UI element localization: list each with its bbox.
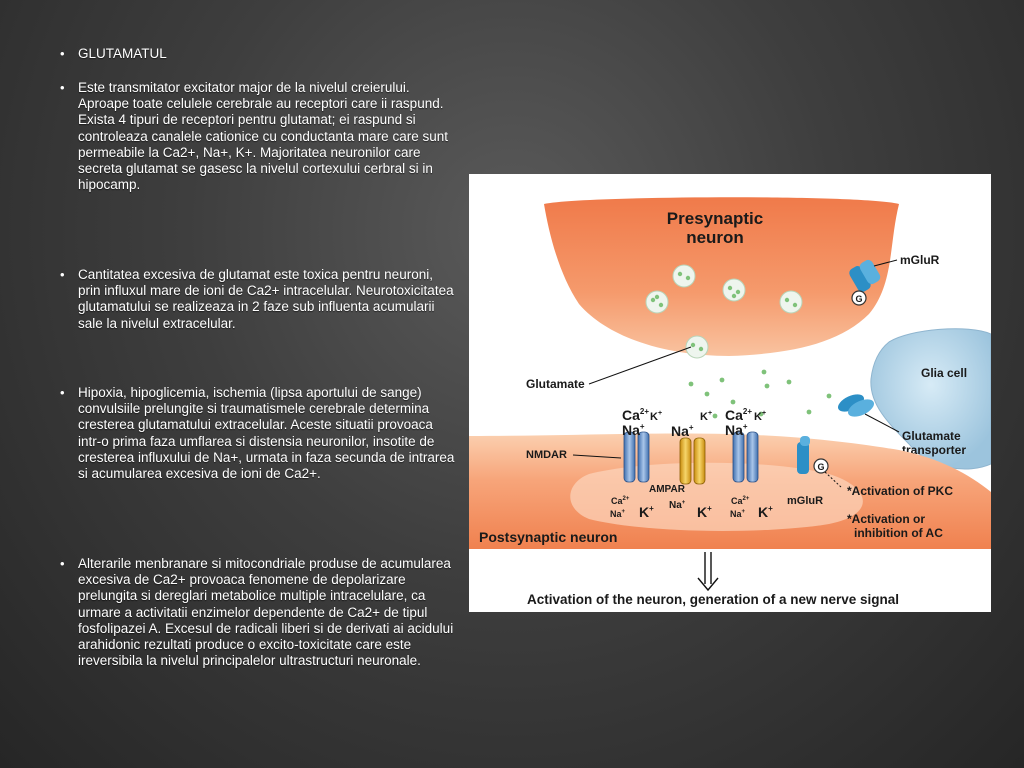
svg-text:Na+: Na+ [610, 509, 626, 519]
svg-text:K+: K+ [650, 410, 662, 423]
ac-label-1: *Activation or [847, 512, 925, 526]
bullet-item: • Hipoxia, hipoglicemia, ischemia (lipsa… [60, 385, 460, 482]
synapse-diagram: Presynaptic neuron [469, 174, 991, 612]
ions-bottom: Ca2+ Na+ K+ Na+ K+ Ca2+ Na+ K+ [610, 496, 773, 520]
ampar-receptor [679, 437, 706, 485]
ampar-label: AMPAR [649, 484, 686, 495]
glia-cell-label: Glia cell [921, 366, 967, 380]
mglur-postsynaptic: G [797, 436, 842, 488]
svg-text:Ca2+: Ca2+ [611, 496, 630, 506]
diagram-caption: Activation of the neuron, generation of … [527, 592, 899, 607]
down-arrow-icon [697, 552, 719, 592]
bullet-text: Este transmitator excitator major de la … [78, 80, 448, 193]
svg-text:Ca2+: Ca2+ [622, 407, 649, 423]
nmdar-receptor-2 [732, 431, 759, 483]
bullet-text: Cantitatea excesiva de glutamat este tox… [78, 267, 454, 331]
bullet-text-title: GLUTAMATUL [78, 46, 167, 61]
mglur-presynaptic: G [849, 259, 898, 306]
svg-text:Na+: Na+ [725, 422, 748, 438]
postsynaptic-label: Postsynaptic neuron [479, 529, 617, 545]
presynaptic-neuron [544, 197, 899, 356]
svg-text:Na+: Na+ [730, 509, 746, 519]
nmdar-label: NMDAR [526, 449, 567, 461]
mglur-top-label: mGluR [900, 253, 940, 267]
ac-label-2: inhibition of AC [854, 526, 943, 540]
g-protein-bottom: G [817, 462, 824, 472]
glutamate-transporter [837, 394, 900, 433]
bullet-marker: • [60, 385, 65, 400]
presynaptic-label-1: Presynaptic [667, 209, 763, 228]
bullet-item: • GLUTAMATUL [60, 46, 460, 62]
synapse-diagram-svg: Presynaptic neuron [469, 197, 991, 607]
svg-text:Ca2+: Ca2+ [725, 407, 752, 423]
nmdar-receptor [623, 431, 650, 483]
presynaptic-label-2: neuron [686, 228, 744, 247]
svg-text:K+: K+ [758, 504, 773, 520]
svg-text:K+: K+ [754, 410, 766, 423]
glia-cell [870, 328, 991, 470]
ions-top: Ca2+ K+ Na+ K+ Na+ Ca2+ K+ Na+ [622, 407, 766, 439]
glutamate-molecules [650, 271, 922, 419]
svg-text:Ca2+: Ca2+ [731, 496, 750, 506]
glutamate-label: Glutamate [526, 377, 585, 391]
bullet-text: Alterarile menbranare si mitocondriale p… [78, 556, 454, 669]
svg-text:Na+: Na+ [622, 422, 645, 438]
bullet-marker: • [60, 556, 65, 571]
svg-text:Na+: Na+ [669, 500, 686, 511]
bullet-marker: • [60, 46, 65, 61]
g-protein-top: G [855, 294, 862, 304]
bullet-item: • Este transmitator excitator major de l… [60, 80, 460, 193]
svg-text:Na+: Na+ [671, 423, 694, 439]
glutamate-transporter-label-2: transporter [902, 443, 966, 457]
svg-text:K+: K+ [639, 504, 654, 520]
pkc-label: *Activation of PKC [847, 484, 953, 498]
bullet-marker: • [60, 267, 65, 282]
glutamate-transporter-label-1: Glutamate [902, 429, 961, 443]
bullet-text: Hipoxia, hipoglicemia, ischemia (lipsa a… [78, 385, 455, 482]
svg-text:K+: K+ [700, 410, 712, 423]
bullet-item: • Cantitatea excesiva de glutamat este t… [60, 267, 460, 332]
svg-text:K+: K+ [697, 504, 712, 520]
mglur-bottom-label: mGluR [787, 495, 823, 507]
vesicles [645, 264, 803, 359]
bullet-item: • Alterarile menbranare si mitocondriale… [60, 556, 460, 669]
bullet-marker: • [60, 80, 65, 95]
